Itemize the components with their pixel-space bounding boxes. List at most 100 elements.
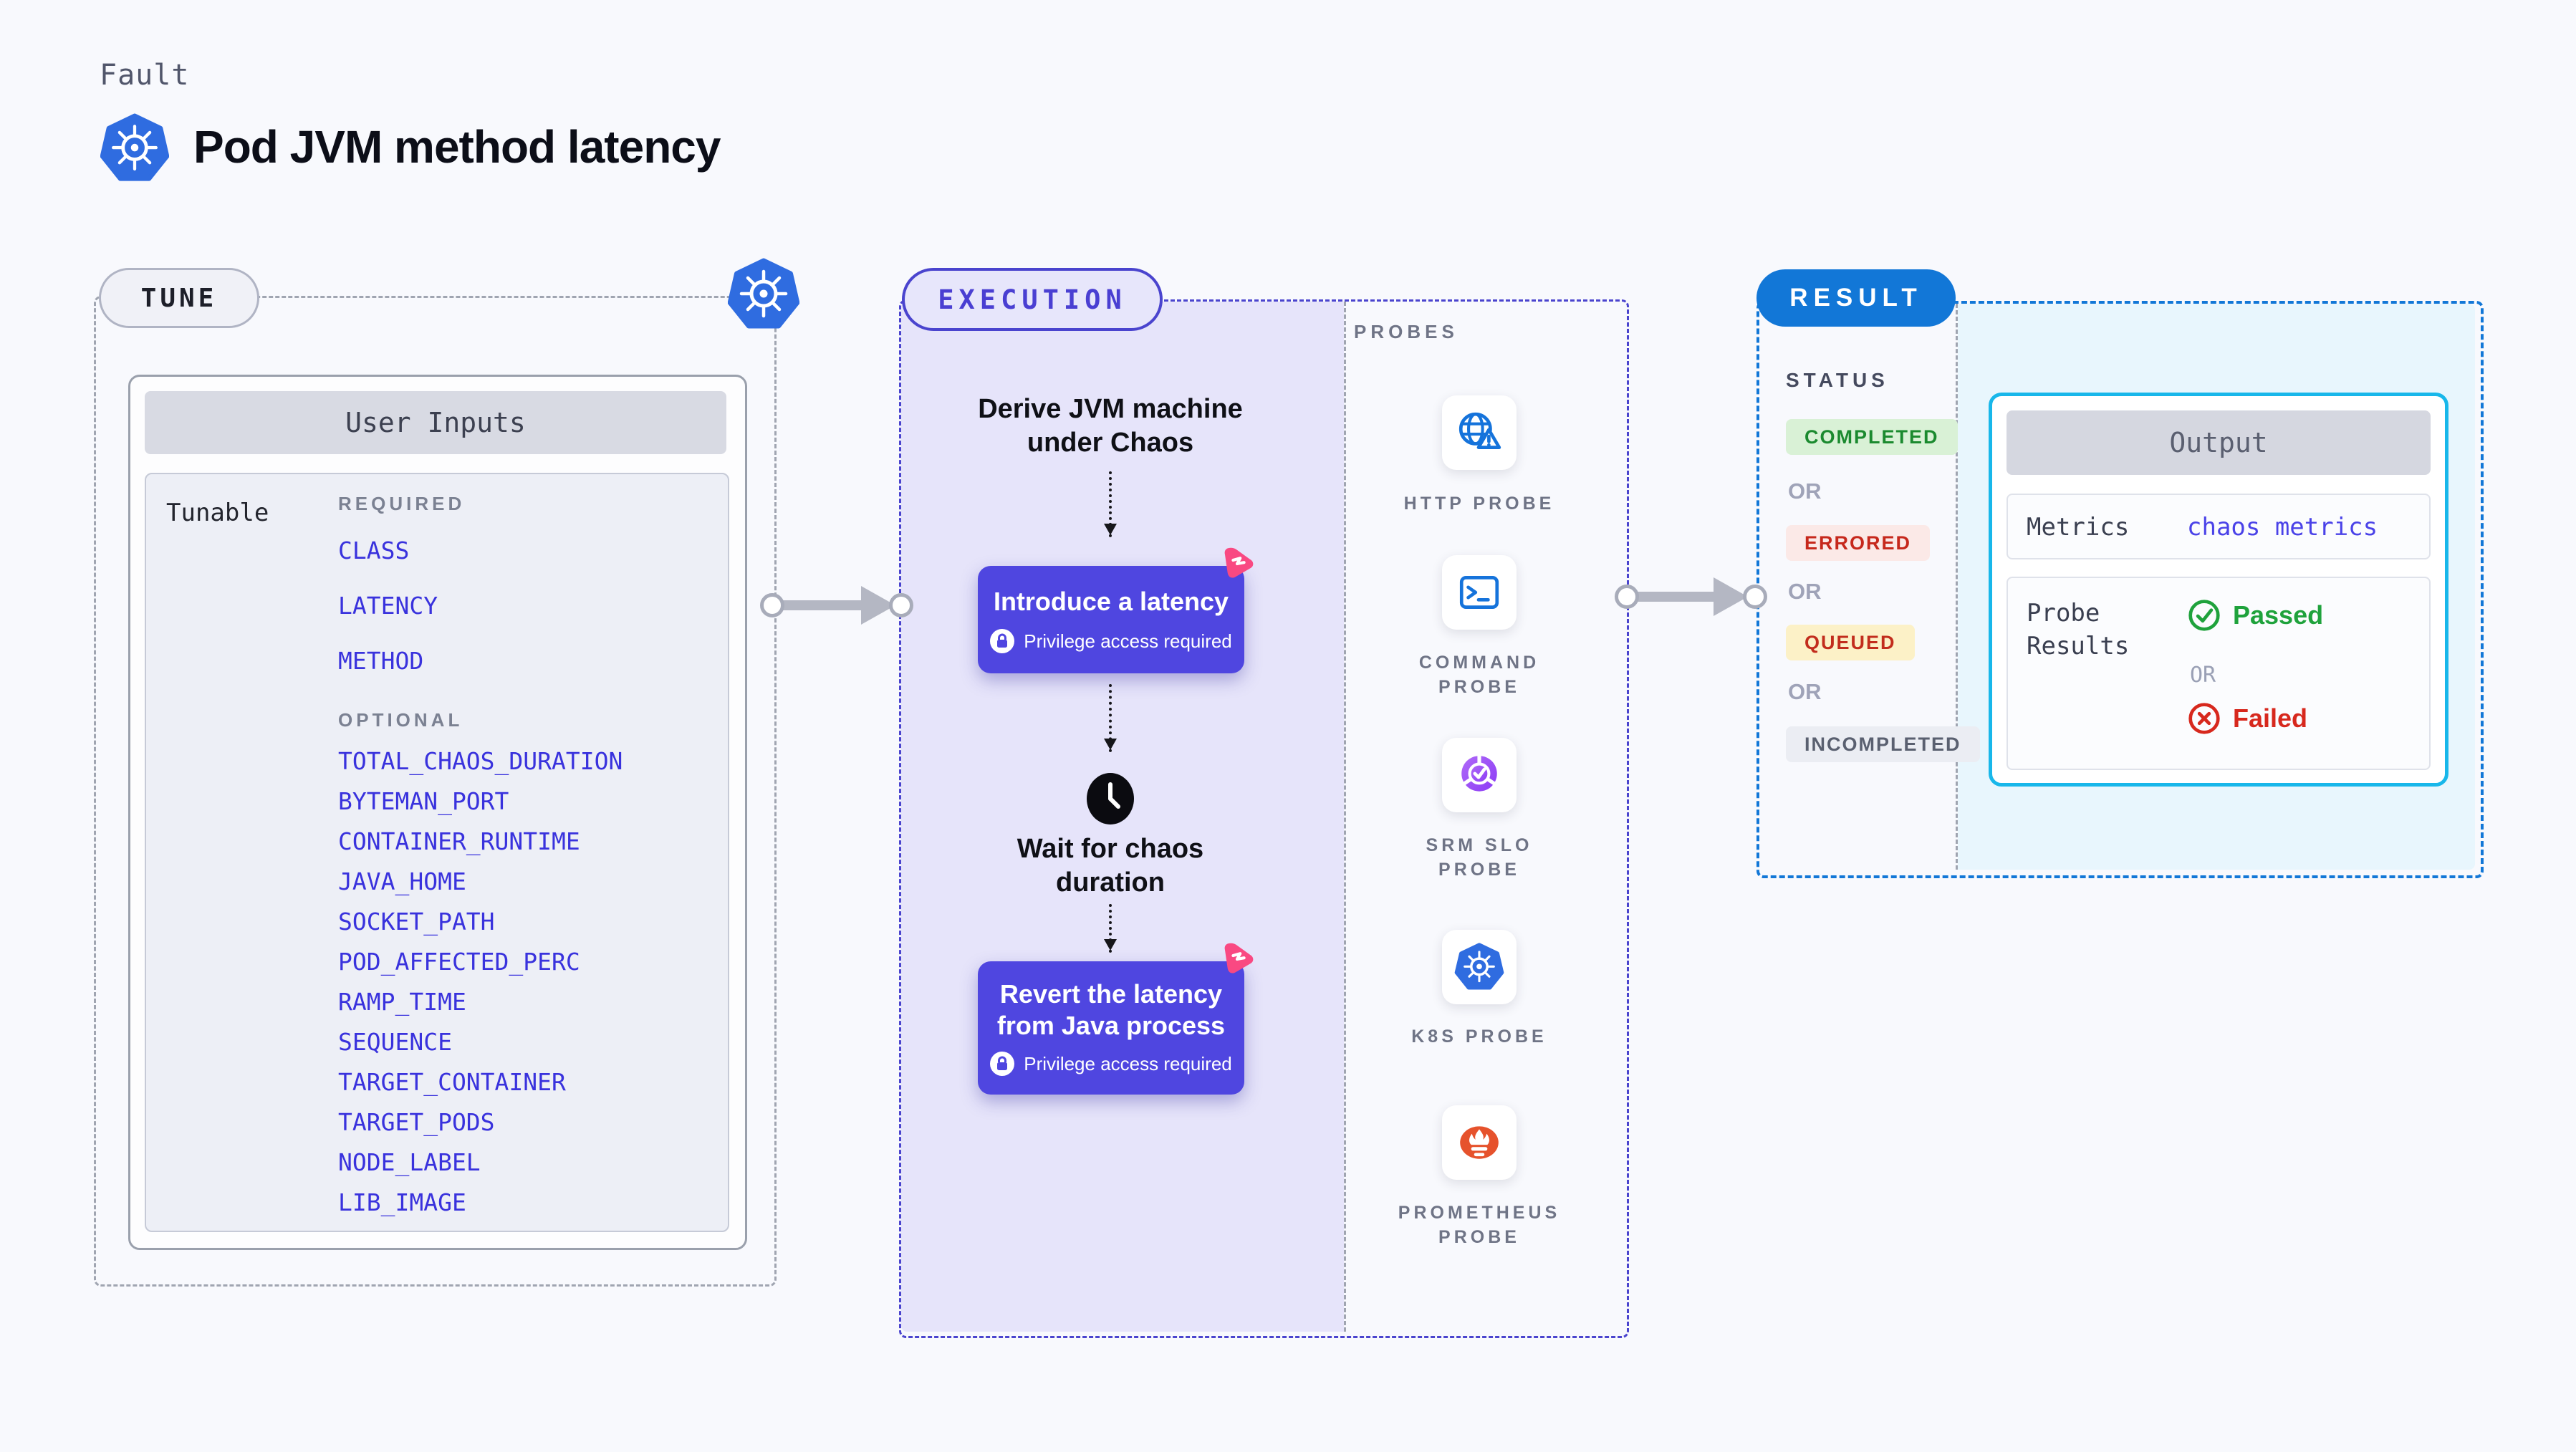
tunables-panel: Tunable REQUIRED CLASS LATENCY METHOD OP… [145,473,729,1232]
probe-label-line: COMMAND [1418,653,1540,673]
user-inputs-title: User Inputs [145,391,726,454]
probe-label: SRM SLO PROBE [1354,833,1605,882]
tunable-item: RAMP_TIME [338,988,466,1016]
fault-eyebrow: Fault [100,59,190,92]
probe-card-srm-slo [1442,738,1517,812]
probe-card-k8s [1442,930,1517,1004]
probe-card-prometheus [1442,1105,1517,1180]
result-badge: RESULT [1756,269,1956,327]
tunable-item: METHOD [338,647,424,675]
privilege-note-text: Privilege access required [1024,1052,1232,1074]
connector-dot-icon [1743,585,1767,609]
command-probe-icon [1459,576,1499,609]
tunables-list: REQUIRED CLASS LATENCY METHOD OPTIONAL T… [338,493,711,1230]
tunable-item: NODE_LABEL [338,1148,481,1176]
connector-dot-icon [889,593,913,617]
introduce-latency-card: Introduce a latency Privilege access req… [978,566,1244,673]
probe-label-line: HTTP PROBE [1403,494,1555,514]
status-badge-queued: QUEUED [1786,625,1915,660]
probe-label: HTTP PROBE [1354,491,1605,516]
metrics-value: chaos metrics [2187,513,2378,542]
or-separator: OR [1788,479,1822,504]
failed-text: Failed [2233,703,2308,733]
tune-badge: TUNE [99,268,259,328]
step-wait-duration: Wait for chaos duration [924,832,1297,900]
status-badge-incompleted: INCOMPLETED [1786,726,1980,762]
probe-label: K8S PROBE [1354,1024,1605,1049]
connector-dot-icon [1615,585,1639,609]
http-probe-icon [1458,412,1501,449]
probe-label: PROMETHEUS PROBE [1354,1201,1605,1249]
execution-to-result-arrow [1630,592,1720,602]
status-badge-errored: ERRORED [1786,525,1931,561]
probe-label-line: PROBE [1438,1227,1520,1247]
execution-badge: EXECUTION [902,268,1163,331]
probe-results-label-line: Results [2027,632,2130,660]
tunable-item: LATENCY [338,592,438,620]
passed-result: Passed [2187,598,2323,633]
prometheus-probe-icon [1460,1126,1499,1159]
card-title: Introduce a latency [993,587,1229,616]
srm-slo-probe-icon [1461,754,1497,792]
or-separator: OR [2190,663,2216,688]
lock-icon [990,1052,1015,1076]
probe-label: COMMAND PROBE [1354,650,1605,699]
card-title: from Java process [996,1011,1226,1040]
status-section-label: STATUS [1786,369,1889,391]
or-separator: OR [1788,679,1822,704]
tunable-item: POD_AFFECTED_PERC [338,948,580,976]
k8s-probe-icon [1454,943,1504,990]
probe-results-label-line: Probe [2027,599,2100,628]
page-title: Pod JVM method latency [193,121,721,173]
metrics-row: Metrics chaos metrics [2007,494,2431,559]
probe-label-line: PROBE [1438,677,1520,697]
tune-to-execution-arrow [775,600,867,610]
step-text-line: duration [1056,867,1165,898]
flow-arrow-down [1104,471,1117,537]
optional-section-label: OPTIONAL [338,709,463,731]
tunable-item: SOCKET_PATH [338,908,495,936]
step-derive-jvm: Derive JVM machine under Chaos [924,393,1297,460]
probe-results-row: Probe Results Passed OR Failed [2007,577,2431,770]
card-title: Revert the latency [999,979,1223,1009]
tunable-item: TARGET_CONTAINER [338,1068,566,1096]
check-circle-icon [2188,600,2220,631]
connector-dot-icon [760,593,784,617]
kubernetes-icon [728,258,799,329]
tunable-row-label: Tunable [166,499,269,527]
probe-label-line: K8S PROBE [1411,1027,1547,1047]
probe-label-line: SRM SLO [1426,835,1533,855]
privilege-note-text: Privilege access required [1024,630,1232,652]
flow-arrow-down [1104,684,1117,752]
metrics-label: Metrics [2027,513,2130,542]
privilege-note: Privilege access required [990,629,1232,653]
probes-divider [1344,302,1346,1332]
step-text-line: Wait for chaos [1017,834,1204,864]
chaos-litmus-icon [1224,943,1254,973]
clock-icon [1087,773,1134,824]
output-card: Output Metrics chaos metrics Probe Resul… [1989,393,2448,787]
lock-icon [990,629,1015,653]
probe-label-line: PROBE [1438,860,1520,880]
status-badge-completed: COMPLETED [1786,419,1958,455]
tunable-item: TOTAL_CHAOS_DURATION [338,747,623,775]
probe-label-line: PROMETHEUS [1398,1203,1561,1223]
tunable-item: CLASS [338,537,410,564]
chaos-litmus-icon [1224,547,1254,578]
step-text-line: Derive JVM machine [978,394,1243,424]
failed-result: Failed [2187,701,2307,736]
tunable-item: JAVA_HOME [338,867,466,895]
probes-section-label: PROBES [1354,321,1458,342]
step-text-line: under Chaos [1027,428,1194,458]
tune-section-box [94,296,777,1287]
revert-latency-card: Revert the latency from Java process Pri… [978,961,1244,1095]
probe-card-command [1442,555,1517,630]
privilege-note: Privilege access required [990,1052,1232,1076]
tunable-item: TARGET_PODS [338,1108,495,1136]
probe-card-http [1442,395,1517,470]
output-title: Output [2007,410,2431,475]
required-section-label: REQUIRED [338,493,466,514]
probe-results-label: Probe Results [2027,597,2129,663]
tunable-item: BYTEMAN_PORT [338,787,509,815]
